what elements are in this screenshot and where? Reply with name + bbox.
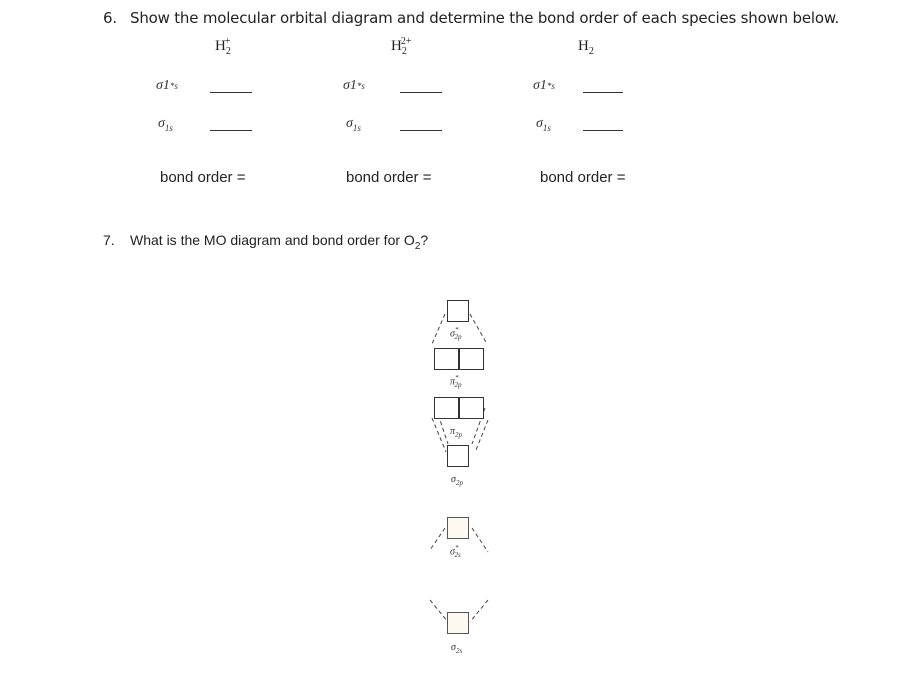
sigma-star-2s-box[interactable] (447, 517, 469, 539)
bond-order-col1: bond order = (160, 169, 246, 186)
question-7-number: 7. (103, 232, 115, 248)
pi-star-2p-box-right[interactable] (459, 348, 484, 370)
answer-blank[interactable] (400, 92, 442, 93)
sigma-star-2s-label: σ*2s (450, 544, 461, 559)
pi-2p-box-right[interactable] (459, 397, 484, 419)
answer-blank[interactable] (583, 130, 623, 131)
species-sup: + (224, 36, 231, 47)
sigma-2s-label: σ2s (451, 642, 462, 655)
dash-line (431, 313, 446, 345)
dash-line (475, 419, 489, 451)
species-base: H (391, 38, 402, 54)
mo-symbol: σ (451, 474, 456, 485)
species-sub: 2 (401, 46, 407, 57)
question-7-main: What is the MO diagram and bond order fo… (130, 232, 415, 248)
mo-sub: 2p (455, 431, 463, 439)
dash-line (435, 407, 449, 445)
orbital-symbol: σ (158, 116, 165, 131)
mo-symbol: σ (450, 328, 455, 340)
mo-sub: 2p (454, 333, 462, 342)
orbital-symbol: σ (343, 78, 350, 93)
bond-order-col3: bond order = (540, 169, 626, 186)
sigma-1s-star-label-col1: σ1*s (156, 78, 178, 94)
sigma-1s-star-label-col2: σ1*s (343, 78, 365, 94)
answer-blank[interactable] (400, 130, 442, 131)
species-base: H (215, 38, 226, 54)
species-sub: 2 (588, 46, 594, 57)
mo-symbol: σ (450, 546, 455, 558)
sigma-1s-label-col3: σ1s (536, 116, 551, 133)
sigma-2p-label: σ2p (451, 474, 463, 487)
orbital-sub: 1s (542, 122, 551, 133)
answer-blank[interactable] (210, 92, 252, 93)
species-sub: 2 (225, 46, 231, 57)
mo-sup: * (454, 544, 459, 552)
orbital-symbol: σ (533, 78, 540, 93)
orbital-tail: *s (356, 81, 365, 91)
dash-line (469, 313, 488, 345)
orbital-symbol: σ (536, 116, 543, 131)
sigma-1s-label-col1: σ1s (158, 116, 173, 133)
species-base: H (578, 38, 589, 54)
mo-sub: 2p (454, 381, 462, 390)
orbital-symbol: σ (346, 116, 353, 131)
orbital-tail: *s (546, 81, 555, 91)
pi-2p-box-left[interactable] (434, 397, 459, 419)
sigma-1s-label-col2: σ1s (346, 116, 361, 133)
sigma-star-2p-box[interactable] (447, 300, 469, 322)
question-6-number: 6. (103, 9, 117, 27)
mo-sup: * (454, 326, 459, 334)
orbital-tail: *s (169, 81, 178, 91)
mo-sub: 2s (454, 551, 461, 560)
dash-line (469, 599, 489, 623)
orbital-sub: 1s (164, 122, 173, 133)
orbital-sub: 1s (352, 122, 361, 133)
question-7-text: What is the MO diagram and bond order fo… (130, 232, 428, 252)
mo-sup: * (455, 374, 459, 382)
sigma-1s-star-label-col3: σ1*s (533, 78, 555, 94)
dash-line (471, 407, 486, 445)
orbital-symbol: σ (156, 78, 163, 93)
species-h2-2plus: H22+ (391, 36, 411, 57)
question-7-end: ? (420, 232, 429, 248)
pi-2p-label: π2p (450, 426, 462, 439)
orbital-sub: 1 (349, 78, 357, 93)
dash-line (429, 527, 446, 551)
mo-symbol: π (450, 426, 456, 437)
question-7-sub: 2 (414, 240, 421, 252)
species-h2-plus: H2+ (215, 36, 231, 57)
answer-blank[interactable] (210, 130, 252, 131)
species-sup: 2+ (400, 36, 412, 47)
answer-blank[interactable] (583, 92, 623, 93)
pi-star-2p-label: π*2p (450, 374, 462, 389)
mo-symbol: σ (451, 642, 456, 653)
orbital-sub: 1 (162, 78, 170, 93)
orbital-sub: 1 (539, 78, 547, 93)
bond-order-col2: bond order = (346, 169, 432, 186)
sigma-star-2p-label: σ*2p (450, 326, 461, 341)
dash-line (429, 599, 449, 623)
species-h2: H2 (578, 38, 594, 57)
dash-line (471, 527, 489, 553)
dash-line (431, 417, 447, 453)
sigma-2s-box[interactable] (447, 612, 469, 634)
mo-sub: 2p (455, 479, 463, 487)
sigma-2p-box[interactable] (447, 445, 469, 467)
pi-star-2p-box-left[interactable] (434, 348, 459, 370)
mo-sub: 2s (455, 647, 463, 655)
mo-symbol: π (450, 376, 456, 388)
question-6-text: Show the molecular orbital diagram and d… (130, 9, 840, 27)
